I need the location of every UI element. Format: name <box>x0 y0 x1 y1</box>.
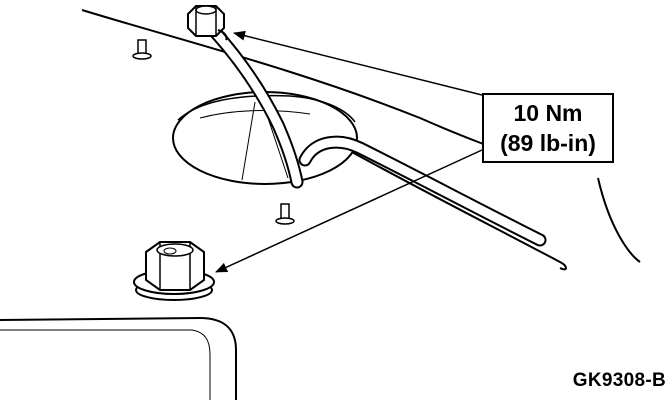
torque-callout-box: 10 Nm (89 lb-in) <box>482 93 614 163</box>
panel-edge-lower <box>329 139 567 271</box>
torque-metric-label: 10 Nm <box>513 100 583 126</box>
panel-edge-right <box>597 177 641 263</box>
lower-nut-icon <box>133 241 215 301</box>
lower-stud-icon <box>275 203 295 225</box>
leader-arrow-lower <box>215 149 483 273</box>
wire-harness <box>208 25 547 247</box>
upper-nut-icon <box>187 5 228 41</box>
bottom-housing-inner <box>0 329 211 400</box>
torque-imperial-label: (89 lb-in) <box>500 130 596 156</box>
leader-arrow-upper <box>233 30 483 96</box>
figure-id-label: GK9308-B <box>572 370 666 391</box>
upper-stud-icon <box>132 39 152 60</box>
bottom-housing <box>0 316 237 400</box>
